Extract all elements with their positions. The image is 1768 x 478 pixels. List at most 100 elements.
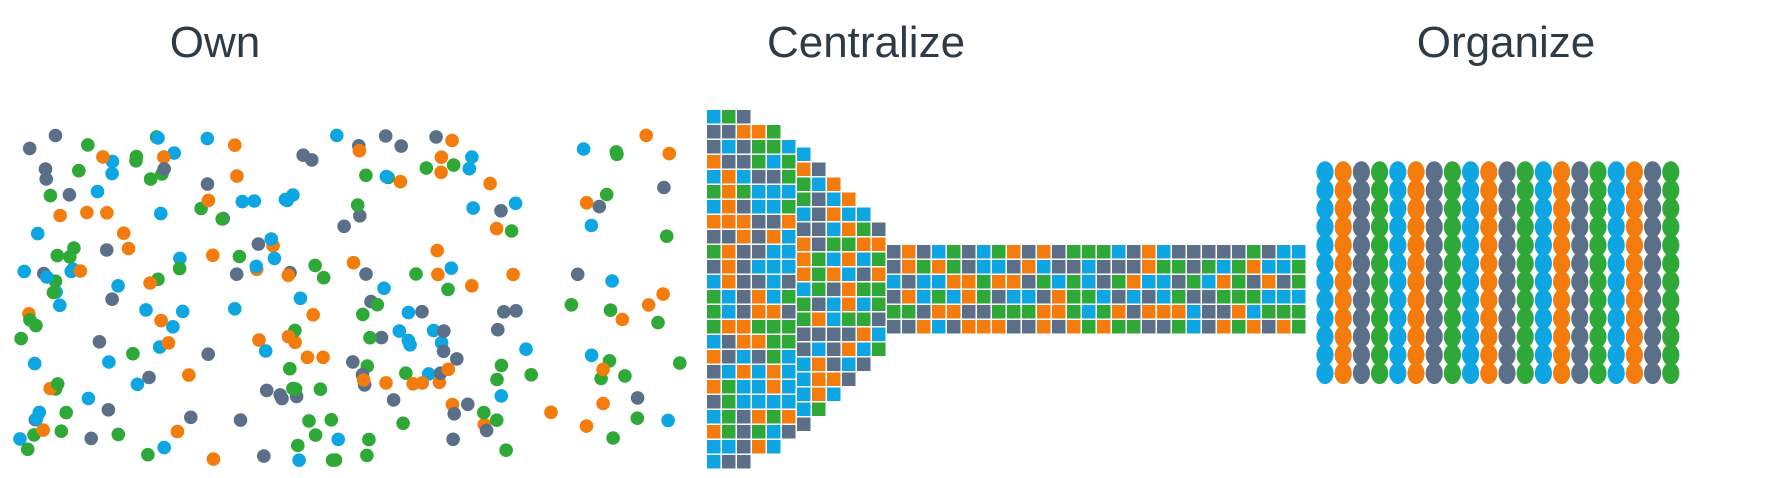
centralize-square — [767, 365, 781, 379]
stage-title-organize: Organize — [1416, 18, 1596, 67]
stage-title-centralize: Centralize — [766, 18, 966, 67]
organize-dot — [1498, 289, 1516, 311]
own-dot — [325, 453, 340, 468]
centralize-square — [1217, 275, 1231, 289]
organize-dot — [1334, 234, 1352, 256]
centralize-square — [827, 237, 841, 251]
centralize-square — [887, 305, 901, 319]
centralize-square — [737, 215, 751, 229]
centralize-square — [1097, 305, 1111, 319]
organize-dot — [1571, 325, 1589, 348]
organize-dot — [1607, 325, 1625, 348]
organize-dot — [1662, 197, 1680, 220]
centralize-square — [992, 245, 1006, 259]
centralize-square — [752, 260, 766, 274]
centralize-square — [707, 275, 721, 289]
organize-dot — [1316, 197, 1334, 220]
centralize-square — [767, 275, 781, 289]
organize-dot — [1571, 307, 1589, 330]
centralize-square — [962, 275, 976, 289]
organize-dot — [1571, 216, 1589, 238]
centralize-square — [1292, 245, 1306, 259]
centralize-square — [1247, 260, 1261, 274]
own-dot — [378, 129, 393, 143]
organize-dot — [1553, 234, 1571, 256]
organize-dot — [1625, 252, 1643, 275]
centralize-square — [752, 170, 766, 184]
centralize-square — [842, 312, 856, 326]
organize-dot — [1407, 252, 1425, 275]
own-dot — [302, 414, 316, 428]
organize-dot — [1443, 216, 1461, 238]
centralize-square — [1157, 320, 1171, 334]
centralize-square — [902, 245, 916, 259]
centralize-square — [707, 455, 721, 469]
organize-dot — [1589, 197, 1607, 220]
own-dot — [154, 313, 168, 328]
centralize-square — [707, 230, 721, 244]
centralize-square — [722, 410, 736, 424]
centralize-square — [737, 440, 751, 454]
organize-dot — [1625, 197, 1643, 220]
centralize-square — [737, 290, 751, 304]
centralize-square — [857, 267, 871, 281]
centralize-square — [842, 357, 856, 371]
own-dot — [406, 377, 420, 391]
centralize-square — [992, 305, 1006, 319]
organize-dot — [1407, 234, 1425, 256]
centralize-square — [737, 170, 751, 184]
organize-dot — [1462, 197, 1480, 220]
centralize-square — [737, 230, 751, 244]
own-dot — [157, 440, 171, 455]
own-dot — [446, 432, 460, 447]
own-dot — [286, 381, 300, 396]
centralize-square — [1007, 305, 1021, 319]
own-dot — [259, 383, 274, 398]
centralize-square — [722, 290, 736, 304]
centralize-square — [1127, 290, 1141, 304]
centralize-square — [992, 320, 1006, 334]
organize-dot — [1534, 362, 1552, 385]
centralize-square — [1052, 260, 1066, 274]
organize-dot — [1462, 289, 1480, 311]
organize-dot — [1662, 216, 1680, 238]
centralize-square — [1217, 290, 1231, 304]
organize-dot — [1443, 325, 1461, 348]
organize-dot — [1534, 325, 1552, 348]
centralize-square — [1247, 305, 1261, 319]
centralize-square — [737, 335, 751, 349]
own-dot — [359, 267, 373, 281]
centralize-square — [752, 440, 766, 454]
centralize-square — [797, 282, 811, 296]
organize-dot — [1607, 344, 1625, 366]
own-dot — [139, 303, 153, 317]
centralize-square — [947, 245, 961, 259]
organize-dot — [1334, 325, 1352, 348]
organize-dot — [1443, 161, 1461, 183]
own-dot — [293, 291, 308, 306]
centralize-square — [842, 237, 856, 251]
own-dot — [662, 146, 677, 161]
own-dot — [490, 372, 504, 387]
organize-dot — [1443, 234, 1461, 256]
organize-dot — [1316, 344, 1334, 366]
centralize-square — [737, 350, 751, 364]
centralize-square — [767, 185, 781, 199]
centralize-square — [962, 320, 976, 334]
centralize-square — [857, 222, 871, 236]
own-dot — [356, 307, 370, 322]
organize-dot — [1389, 362, 1407, 385]
centralize-square — [1022, 320, 1036, 334]
organize-dot — [1644, 362, 1662, 385]
organize-dot — [1498, 362, 1516, 385]
centralize-square — [782, 350, 796, 364]
centralize-square — [1232, 245, 1246, 259]
own-dot — [630, 391, 645, 405]
centralize-square — [1082, 275, 1096, 289]
centralize-square — [722, 260, 736, 274]
centralize-square — [1262, 275, 1276, 289]
centralize-square — [707, 425, 721, 439]
organize-dot — [1571, 271, 1589, 293]
own-dot — [409, 267, 423, 281]
organize-dot — [1425, 234, 1443, 256]
